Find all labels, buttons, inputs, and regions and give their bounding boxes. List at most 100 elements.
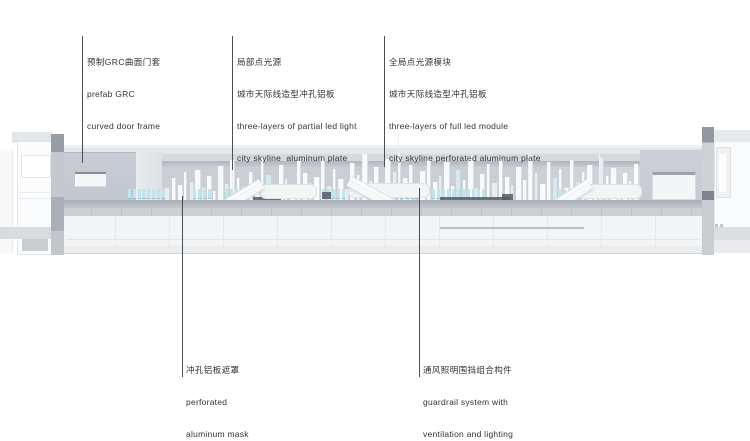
skyline-building	[345, 189, 349, 200]
skyline-building	[433, 182, 438, 200]
skyline-building	[540, 184, 546, 200]
label-guardrail-cn: 通风照明围挡组合构件	[423, 365, 513, 376]
left-wing-base-block	[22, 239, 48, 251]
led-strip-slat	[162, 189, 165, 198]
skyline-building	[599, 157, 604, 200]
skyline-building	[213, 191, 216, 200]
led-dark-segment	[322, 192, 331, 199]
skyline-building	[427, 158, 431, 200]
label-guardrail: 通风照明围挡组合构件 guardrail system with ventila…	[423, 344, 513, 441]
skyline-building	[547, 162, 551, 200]
skyline-building	[314, 177, 320, 200]
led-strip-slat	[203, 189, 206, 198]
label-guardrail-en1: guardrail system with	[423, 396, 509, 407]
skyline-building	[338, 179, 344, 200]
led-strip-slat	[225, 189, 228, 198]
label-prefab-grc: 预制GRC曲面门套 prefab GRC curved door frame	[87, 36, 161, 153]
skyline-antenna	[599, 153, 600, 200]
skyline-building	[511, 185, 514, 200]
label-partial-led-cn1: 局部点光源	[237, 57, 282, 68]
skyline-building	[165, 188, 170, 200]
skyline-building	[172, 178, 176, 200]
skyline-building	[444, 162, 450, 200]
guardrail-line	[440, 227, 584, 229]
led-strip-slat	[133, 189, 136, 198]
led-strip-slat	[452, 189, 455, 198]
left-wing-cabinet	[21, 155, 51, 178]
led-strip-slat	[208, 189, 211, 198]
skyline-building	[321, 157, 325, 200]
leader-line-guardrail	[419, 188, 420, 377]
label-partial-led-en1: three-layers of partial led light	[237, 120, 357, 131]
skyline-building	[523, 180, 527, 200]
right-wing-top-band	[714, 130, 750, 142]
led-strip-slat	[442, 189, 445, 198]
label-full-led-en2: city skyline perforated aluminum plate	[389, 152, 541, 163]
left-wing-floor-band	[0, 227, 52, 239]
label-full-led-cn2: 城市天际线造型冲孔铝板	[389, 88, 487, 99]
led-strip-slat	[128, 189, 131, 198]
skyline-building	[195, 170, 201, 200]
skyline-building	[398, 153, 401, 200]
equipment-box-right	[652, 172, 696, 200]
ceiling-fascia	[62, 154, 703, 161]
guardrail-top-bar	[260, 184, 317, 199]
skyline-building	[487, 164, 490, 200]
skyline-antenna	[398, 134, 399, 200]
label-aluminum-mask-en1: perforated	[186, 396, 228, 407]
skyline-building	[261, 156, 264, 200]
column-left	[51, 134, 64, 255]
skyline-building	[439, 176, 442, 200]
label-full-led: 全局点光源模块 城市天际线造型冲孔铝板 three-layers of full…	[389, 36, 541, 184]
led-strip-slat	[337, 189, 340, 198]
skyline-building	[634, 164, 639, 200]
skyline-building	[184, 172, 187, 200]
led-dark-segment	[440, 197, 510, 201]
skyline-building	[559, 169, 562, 200]
skyline-building	[553, 178, 558, 200]
leader-line-prefab-grc	[82, 36, 83, 163]
skyline-building	[528, 155, 533, 200]
skyline-building	[492, 183, 498, 200]
led-strip-slat	[198, 189, 201, 198]
aluminum-mask-band-lower	[62, 208, 703, 216]
skyline-antenna	[528, 151, 529, 200]
label-aluminum-mask: 冲孔铝板遮罩 perforated aluminum mask	[186, 344, 249, 441]
skyline-building	[190, 182, 194, 200]
skyline-building	[207, 176, 212, 200]
aluminum-mask-band	[62, 200, 703, 208]
wall-base-strip	[62, 246, 703, 253]
led-strip-slat	[138, 189, 141, 198]
label-partial-led-cn2: 城市天际线造型冲孔铝板	[237, 88, 335, 99]
skyline-antenna	[232, 156, 233, 200]
skyline-building	[385, 159, 391, 200]
equipment-box-left	[75, 172, 106, 186]
skyline-antenna	[362, 150, 363, 200]
skyline-building	[587, 165, 593, 200]
left-wing-joint-lines	[19, 192, 50, 199]
skyline-building	[178, 185, 183, 200]
leader-line-full-led	[384, 36, 385, 167]
skyline-building	[505, 177, 510, 200]
right-wing-marks	[710, 224, 725, 229]
label-aluminum-mask-cn: 冲孔铝板遮罩	[186, 365, 240, 376]
led-strip-slat	[482, 189, 485, 198]
label-partial-led: 局部点光源 城市天际线造型冲孔铝板 three-layers of partia…	[237, 36, 357, 184]
skyline-building	[237, 178, 240, 200]
led-strip-slat	[432, 189, 435, 198]
skyline-building	[279, 165, 284, 200]
led-strip-slat	[477, 189, 480, 198]
label-full-led-en1: three-layers of full led module	[389, 120, 509, 131]
skyline-building	[570, 160, 574, 200]
led-strip-slat	[467, 189, 470, 198]
led-strip-slat	[147, 189, 150, 198]
led-strip-slat	[437, 189, 440, 198]
skyline-building	[499, 159, 503, 200]
skyline-building	[409, 165, 413, 200]
label-prefab-grc-cn: 预制GRC曲面门套	[87, 57, 161, 68]
led-strip-slat	[462, 189, 465, 198]
label-partial-led-en2: city skyline aluminum plate	[237, 152, 348, 163]
led-strip-slat	[342, 189, 345, 198]
led-strip-slat	[332, 189, 335, 198]
